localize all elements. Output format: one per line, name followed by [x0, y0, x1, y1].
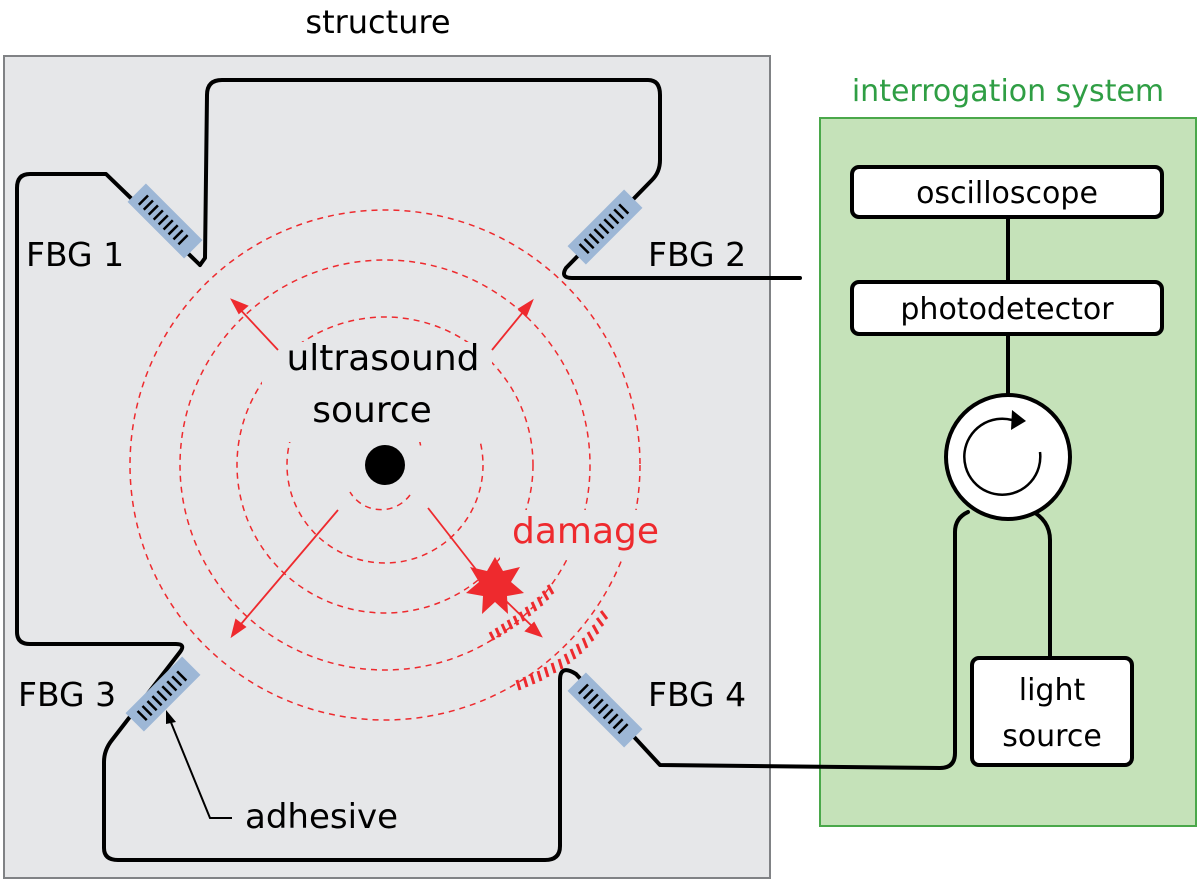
interrogation-system-title: interrogation system	[852, 74, 1164, 109]
wavefront-1-lower	[349, 491, 411, 511]
propagation-arrows	[230, 298, 543, 639]
photodetector-label: photodetector	[900, 292, 1114, 327]
fbg4-label: FBG 4	[648, 675, 746, 714]
fbg-sensor-2	[567, 189, 643, 265]
structure-title: structure	[305, 3, 450, 41]
oscilloscope-box	[850, 165, 1164, 219]
light-source-box	[970, 656, 1134, 767]
fiber-left	[15, 172, 970, 862]
wavefront-3	[236, 316, 534, 614]
ultrasound-source-dot	[365, 445, 405, 485]
fbg-sensor-3	[125, 656, 201, 732]
light-source-label-line2: source	[1002, 719, 1102, 754]
photodetector-box	[850, 280, 1164, 336]
fbg2-label: FBG 2	[648, 235, 746, 274]
light-source-label-line1: light	[1019, 673, 1086, 708]
ultrasound-label-line2: source	[312, 390, 432, 431]
damage-label: damage	[512, 511, 659, 552]
wavefronts	[129, 209, 641, 721]
damage-star	[466, 557, 524, 614]
ultrasound-label-line1: ultrasound	[286, 338, 479, 379]
fbg3-label: FBG 3	[18, 675, 116, 714]
fbg-sensor-1	[127, 183, 203, 259]
adhesive-label: adhesive	[245, 797, 398, 837]
circulator	[944, 393, 1072, 521]
fiber-loop-top	[198, 78, 802, 280]
circulator-arrow-icon	[963, 417, 1042, 496]
wavefront-5	[129, 209, 641, 721]
reflected-wave-ticks	[488, 584, 609, 691]
wavefront-2	[286, 366, 484, 564]
adhesive-pointer	[166, 710, 232, 819]
oscilloscope-label: oscilloscope	[916, 176, 1098, 211]
wavefront-4	[179, 259, 591, 671]
fbg1-label: FBG 1	[26, 235, 124, 274]
fbg-sensor-4	[567, 672, 643, 748]
